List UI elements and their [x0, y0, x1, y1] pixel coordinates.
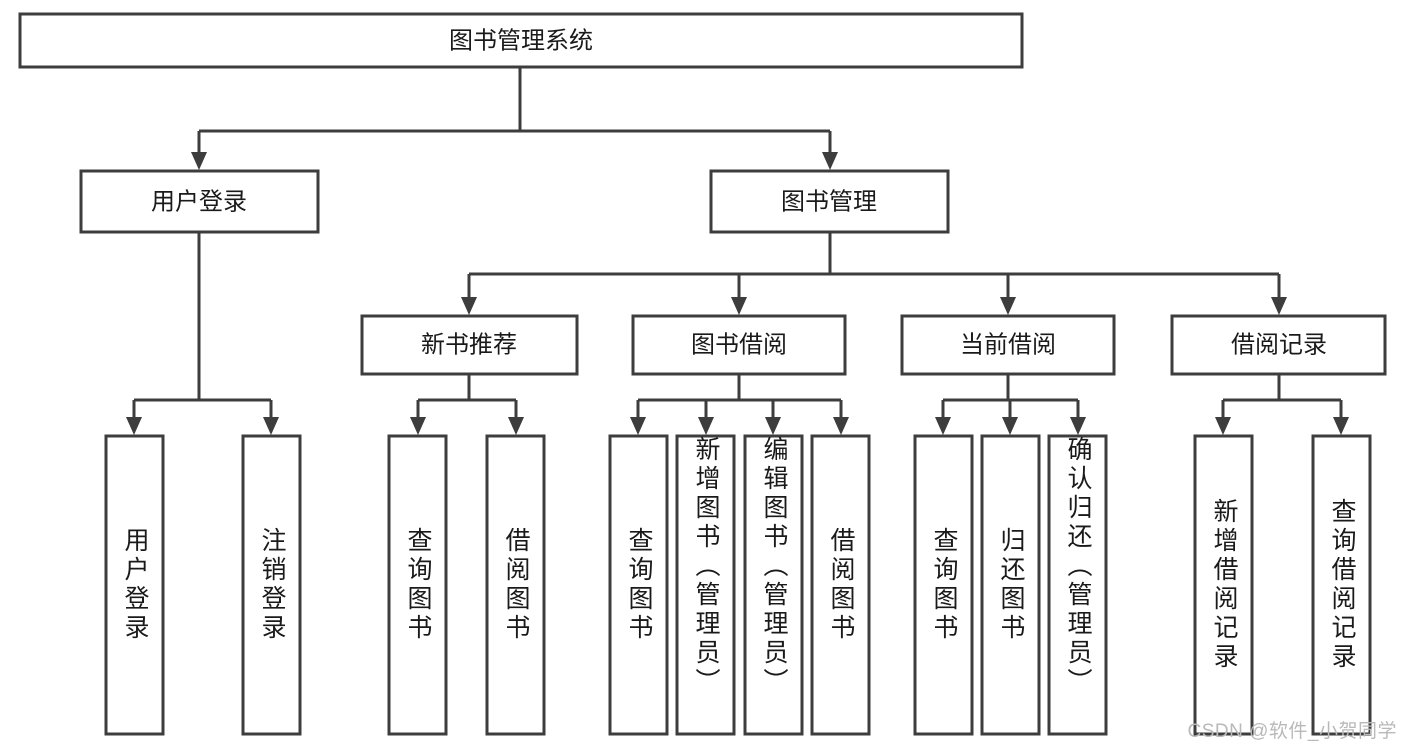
node-box-book-borrow[interactable] [631, 314, 847, 376]
node-box-book-management[interactable] [709, 169, 950, 234]
arrowhead-leaf-logout [263, 417, 279, 435]
connector-group-current-borrow-to-leaves [935, 375, 1086, 435]
node-box-current-borrow[interactable] [900, 314, 1116, 376]
arrowhead-leaf-borrow-book-b [833, 417, 849, 435]
arrowhead-leaf-query-book-b [630, 417, 646, 435]
leaf-box-query-book-a[interactable] [387, 434, 448, 736]
arrowhead-borrow-record [1271, 297, 1287, 315]
leaf-box-confirm-return-admin[interactable] [1047, 434, 1108, 736]
arrowhead-leaf-query-book-a [410, 417, 426, 435]
node-label-user-login: 用户登录 [151, 188, 247, 215]
leaf-box-add-book-admin[interactable] [675, 434, 736, 736]
connector-group-new-book-rec-to-leaves [410, 375, 524, 435]
arrowhead-leaf-add-book [698, 417, 714, 435]
connector-group-borrow-record-to-leaves [1215, 375, 1349, 435]
leaf-box-return-book[interactable] [980, 434, 1041, 736]
node-box-root[interactable] [18, 12, 1024, 69]
leaf-box-borrow-book-a[interactable] [485, 434, 546, 736]
connector-group-book-management-to-level3 [461, 232, 1287, 315]
node-label-root: 图书管理系统 [449, 27, 593, 54]
arrowhead-leaf-return-book [1002, 417, 1018, 435]
node-box-borrow-record[interactable] [1170, 314, 1387, 376]
arrowhead-leaf-query-book-c [935, 417, 951, 435]
node-label-borrow-record: 借阅记录 [1231, 331, 1327, 358]
arrowhead-book-management [822, 152, 838, 170]
leaf-box-borrow-book-b[interactable] [810, 434, 871, 736]
arrowhead-book-borrow [731, 297, 747, 315]
connector-group-user-login-to-leaves [126, 232, 279, 435]
connector-group-book-borrow-to-leaves [630, 375, 849, 435]
arrowhead-leaf-query-record [1333, 417, 1349, 435]
leaf-box-edit-book-admin[interactable] [743, 434, 804, 736]
arrowhead-leaf-user-login [126, 417, 142, 435]
node-box-user-login[interactable] [79, 169, 320, 234]
node-label-book-borrow: 图书借阅 [691, 331, 787, 358]
node-label-current-borrow: 当前借阅 [960, 331, 1056, 358]
arrowhead-leaf-add-record [1215, 417, 1231, 435]
leaf-box-logout[interactable] [241, 434, 302, 736]
leaf-box-query-book-c[interactable] [913, 434, 974, 736]
arrowhead-leaf-borrow-book-a [508, 417, 524, 435]
arrowhead-new-book-rec [461, 297, 477, 315]
node-box-new-book-recommend[interactable] [360, 314, 579, 376]
csdn-watermark: CSDN @软件_小贺同学 [1187, 721, 1397, 742]
arrowhead-current-borrow [1000, 297, 1016, 315]
leaf-box-add-borrow-record[interactable] [1193, 434, 1254, 736]
leaf-box-user-login[interactable] [104, 434, 165, 736]
node-label-new-book-recommend: 新书推荐 [421, 331, 517, 358]
arrowhead-leaf-edit-book [765, 417, 781, 435]
leaf-box-query-borrow-record[interactable] [1311, 434, 1372, 736]
node-label-book-management: 图书管理 [781, 188, 877, 215]
arrowhead-leaf-confirm-return [1070, 417, 1086, 435]
connector-group-root-to-level2 [191, 67, 838, 170]
arrowhead-user-login [191, 152, 207, 170]
leaf-box-query-book-b[interactable] [608, 434, 669, 736]
